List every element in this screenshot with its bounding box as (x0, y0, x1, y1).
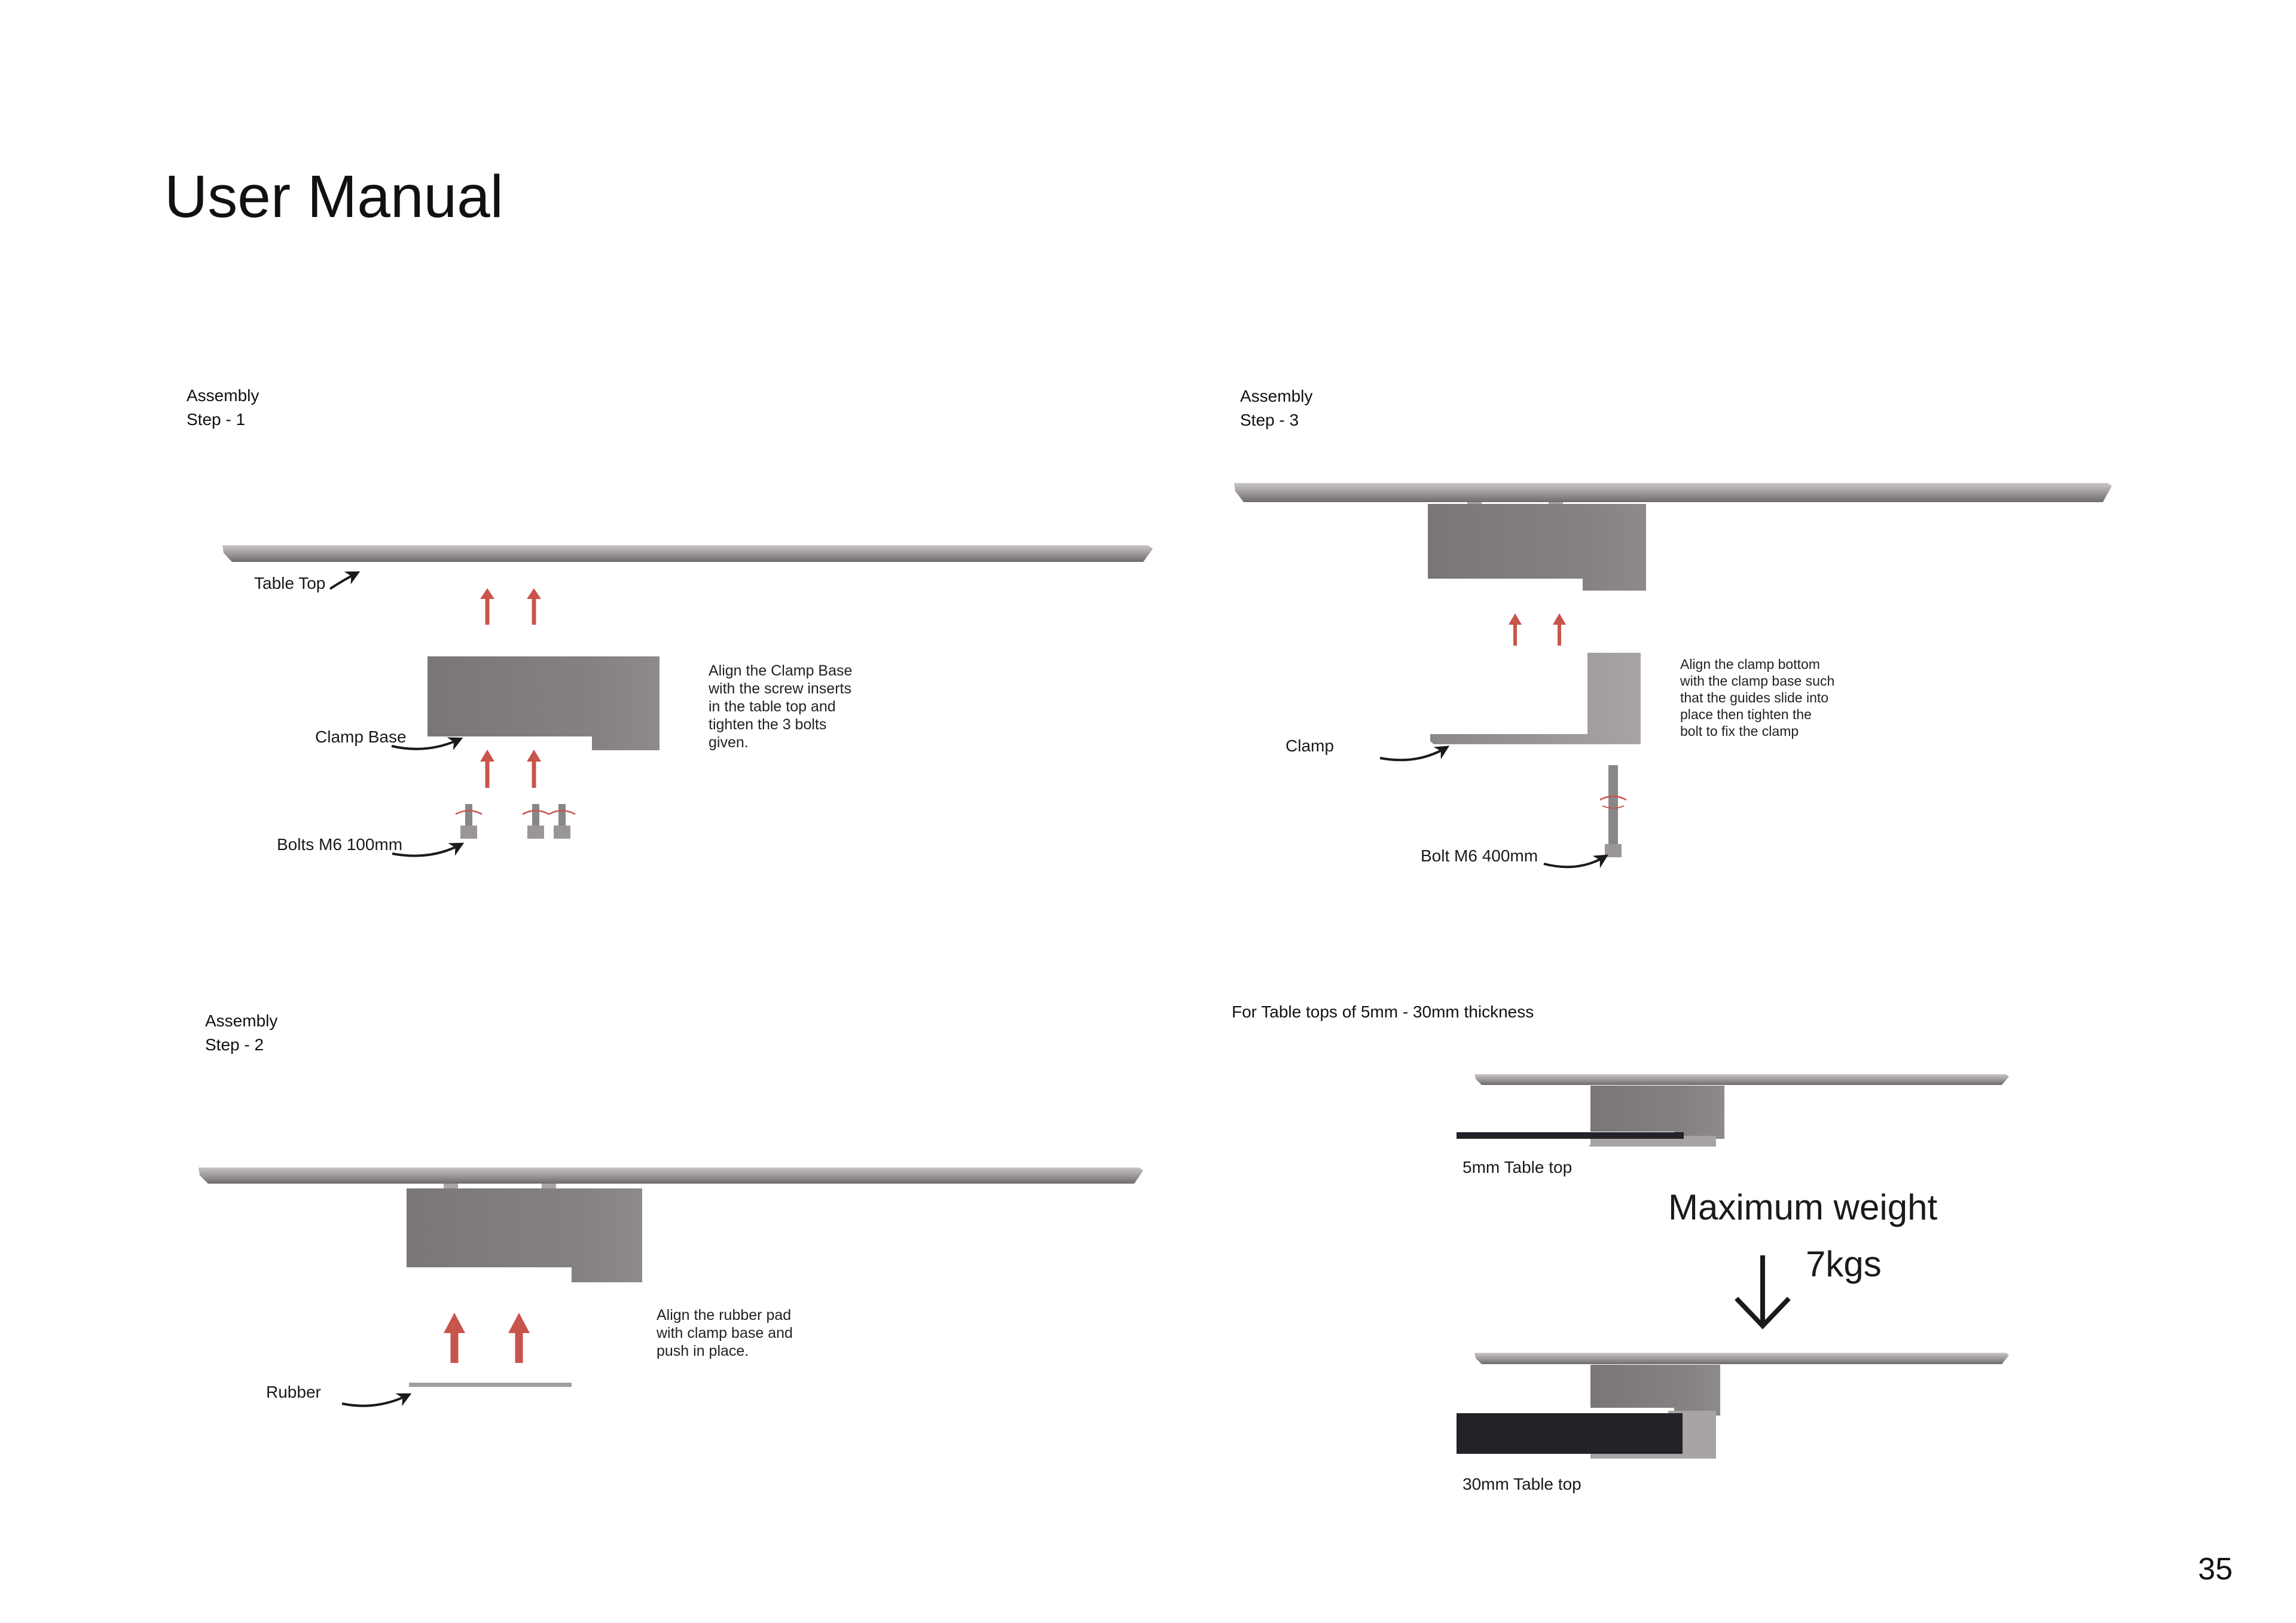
step1-up-arrows-lower (480, 750, 541, 788)
step1-clamp-base (428, 656, 660, 750)
step3-instruction-line: Align the clamp bottom (1680, 656, 1820, 672)
step1-heading-line1: Assembly (187, 386, 259, 405)
page-title: User Manual (164, 163, 503, 230)
step1-heading-line2: Step - 1 (187, 410, 246, 429)
step1-pointer-bolts (392, 842, 465, 857)
max-weight-label: Maximum weight (1668, 1187, 1938, 1227)
step1-bolts (455, 804, 576, 839)
step1-instructions: Align the Clamp Base with the screw inse… (709, 662, 888, 751)
step3-clamp (1430, 653, 1641, 744)
step2-heading: Assembly Step - 2 (205, 1009, 277, 1057)
thickness-diagram-5mm (1457, 1074, 2009, 1147)
label-5mm-table-top: 5mm Table top (1463, 1158, 1573, 1176)
page-number: 35 (2198, 1552, 2233, 1587)
step1-instruction-line: Align the Clamp Base (709, 662, 853, 679)
thickness-heading: For Table tops of 5mm - 30mm thickness (1232, 1002, 1534, 1021)
label-clamp-base: Clamp Base (315, 728, 407, 746)
step3-heading: Assembly Step - 3 (1240, 384, 1312, 432)
step1-instruction-line: in the table top and (709, 698, 836, 715)
thickness-diagram-30mm (1457, 1353, 2009, 1459)
step2-clamp-base (407, 1188, 642, 1282)
step1-up-arrows-upper (480, 588, 541, 625)
tabletop-5mm (1457, 1132, 1684, 1139)
step2-instruction-line: push in place. (657, 1343, 749, 1359)
label-bolts-m6-100mm: Bolts M6 100mm (277, 835, 403, 854)
step2-heading-line2: Step - 2 (205, 1035, 264, 1054)
step3-instructions: Align the clamp bottom with the clamp ba… (1680, 656, 1871, 739)
step3-bolt (1599, 765, 1627, 857)
step3-instruction-line: that the guides slide into (1680, 690, 1829, 705)
step1-heading: Assembly Step - 1 (187, 384, 259, 432)
label-bolt-m6-400mm: Bolt M6 400mm (1421, 846, 1538, 865)
step2-up-arrows (444, 1313, 530, 1363)
step1-table-top (222, 545, 1153, 562)
step2-table-top (199, 1167, 1143, 1184)
step1-instruction-line: with the screw inserts (709, 680, 851, 697)
step2-instruction-line: with clamp base and (657, 1325, 793, 1341)
step2-diagram (199, 1167, 1143, 1407)
step1-instruction-line: tighten the 3 bolts (709, 716, 827, 733)
step2-instructions: Align the rubber pad with clamp base and… (657, 1306, 836, 1360)
step1-pointer-table-top (329, 571, 361, 590)
step1-instruction-line: given. (709, 734, 749, 751)
step2-pointer-rubber (341, 1393, 412, 1407)
step3-clamp-base (1428, 504, 1646, 591)
step3-instruction-line: with the clamp base such (1680, 673, 1835, 689)
step3-table-top (1234, 483, 2112, 502)
step3-pointer-clamp (1379, 745, 1450, 762)
step2-heading-line1: Assembly (205, 1011, 278, 1030)
step2-instruction-line: Align the rubber pad (657, 1307, 792, 1324)
clamp-base-30mm (1590, 1365, 1720, 1416)
clamp-base-5mm (1590, 1086, 1724, 1139)
max-weight-arrow (1735, 1255, 1791, 1329)
step3-diagram (1234, 483, 2112, 869)
step3-instruction-line: bolt to fix the clamp (1680, 723, 1799, 739)
step3-up-arrows (1509, 613, 1566, 646)
label-clamp: Clamp (1286, 736, 1334, 755)
step3-pointer-bolt (1543, 854, 1609, 869)
step3-instruction-line: place then tighten the (1680, 707, 1812, 722)
step2-rubber-pad (409, 1383, 572, 1387)
label-table-top: Table Top (254, 574, 326, 592)
step3-heading-line2: Step - 3 (1240, 411, 1299, 429)
step1-diagram (222, 545, 1153, 857)
label-rubber: Rubber (266, 1383, 321, 1401)
step1-pointer-clamp-base (391, 737, 463, 751)
label-30mm-table-top: 30mm Table top (1463, 1475, 1581, 1493)
max-weight-value: 7kgs (1806, 1244, 1882, 1284)
step3-heading-line1: Assembly (1240, 387, 1313, 405)
tabletop-30mm (1457, 1413, 1683, 1454)
